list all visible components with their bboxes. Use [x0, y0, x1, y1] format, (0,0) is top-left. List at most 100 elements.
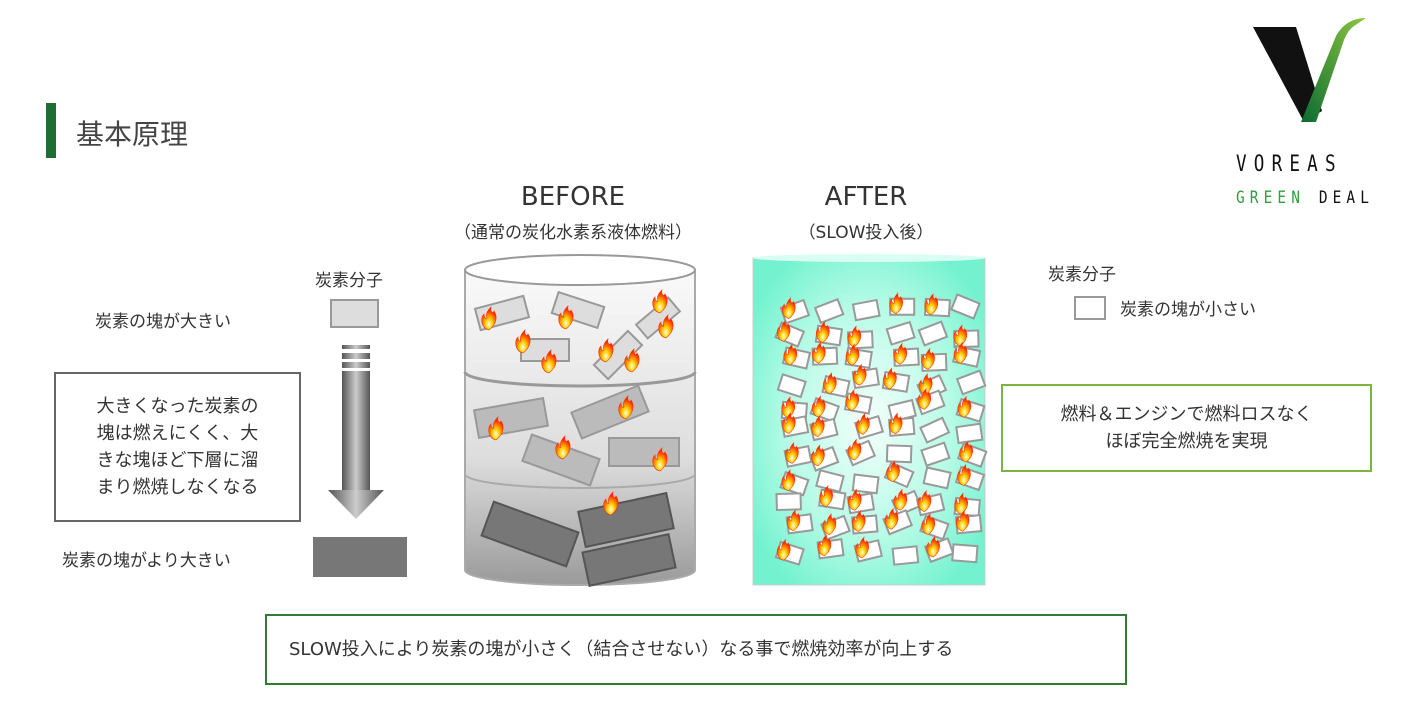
before-heading: BEFORE	[520, 182, 626, 212]
fire-icon	[776, 319, 791, 342]
note-line: きな塊ほど下層に溜	[96, 450, 259, 471]
fire-icon	[847, 438, 862, 461]
small-carbon-block	[885, 444, 913, 464]
fire-icon	[811, 415, 825, 437]
small-carbon-block	[950, 293, 981, 320]
fire-icon	[917, 490, 932, 512]
fire-icon	[883, 367, 897, 390]
left-note-box: 大きくなった炭素の塊は燃えにくく、大きな塊ほど下層に溜まり燃焼しなくなる	[54, 372, 301, 522]
large-carbon-block	[313, 537, 407, 577]
small-carbon-block	[951, 543, 979, 564]
small-carbon-block	[776, 373, 807, 399]
small-carbon-block	[919, 416, 951, 444]
after-cylinder	[752, 254, 988, 586]
fire-icon	[782, 411, 796, 434]
large-carbon-block	[577, 491, 675, 549]
fire-icon	[515, 329, 531, 354]
small-carbon-block	[813, 297, 845, 325]
fire-icon	[783, 343, 798, 366]
logo-brand: VOREAS	[1236, 152, 1343, 177]
small-carbon-block	[922, 466, 952, 490]
fire-icon	[918, 373, 933, 395]
small-carbon-block	[920, 441, 951, 467]
fire-icon	[845, 389, 860, 411]
fire-icon	[786, 509, 801, 532]
fire-icon	[888, 412, 903, 435]
fire-icon	[598, 338, 614, 363]
fire-icon	[555, 435, 571, 460]
fire-icon	[954, 492, 968, 515]
note-line: 大きくなった炭素の	[96, 396, 259, 417]
molecule-label-right: 炭素分子	[1048, 265, 1116, 285]
after-heading: AFTER	[824, 182, 908, 212]
molecule-label-left: 炭素分子	[315, 271, 383, 291]
fire-icon	[816, 320, 830, 343]
fire-icon	[924, 293, 939, 315]
fire-icon	[926, 535, 940, 558]
larger-lump-label: 炭素の塊がより大きい	[62, 551, 231, 571]
fire-icon	[603, 491, 619, 516]
fire-icon	[893, 342, 908, 365]
note-line: ほぼ完全燃焼を実現	[1105, 431, 1268, 452]
fire-icon	[823, 372, 837, 394]
logo-deal: DEAL	[1318, 188, 1375, 208]
fire-icon	[781, 396, 796, 419]
fire-icon	[889, 292, 903, 315]
fire-icon	[955, 509, 970, 532]
fire-icon	[957, 395, 972, 418]
fire-icon	[959, 440, 973, 463]
fire-icon	[847, 488, 862, 511]
small-carbon-block	[851, 473, 880, 495]
note-line: 塊は燃えにくく、大	[96, 423, 259, 444]
small-carbon-molecule-icon	[1074, 296, 1106, 320]
fire-icon	[856, 412, 870, 435]
fire-icon	[811, 395, 826, 418]
fire-icon	[917, 387, 932, 410]
fire-icon	[785, 441, 799, 464]
page-title: 基本原理	[76, 118, 189, 151]
summary-text: SLOW投入により炭素の塊が小さく（結合させない）なる事で燃焼効率が向上する	[289, 639, 954, 660]
fire-icon	[618, 395, 634, 420]
before-cylinder	[463, 254, 697, 587]
logo-green: GREEN	[1236, 188, 1306, 208]
summary-box: SLOW投入により炭素の塊が小さく（結合させない）なる事で燃焼効率が向上する	[265, 614, 1127, 685]
title-accent-bar	[46, 103, 56, 158]
small-carbon-block	[550, 290, 606, 330]
fire-icon	[921, 347, 935, 370]
right-note-box: 燃料＆エンジンで燃料ロスなくほぼ完全燃焼を実現	[1001, 384, 1372, 472]
fire-icon	[847, 325, 862, 348]
before-subtitle: （通常の炭化水素系液体燃料）	[454, 223, 692, 243]
fire-icon	[957, 463, 971, 486]
small-carbon-block	[955, 369, 987, 396]
fire-icon	[652, 289, 668, 314]
fire-icon	[488, 416, 504, 441]
fire-icon	[886, 460, 900, 483]
fire-icon	[953, 324, 968, 347]
fire-icon	[817, 534, 832, 557]
small-carbon-block	[955, 422, 984, 445]
fire-icon	[776, 538, 791, 561]
after-subtitle: （SLOW投入後）	[798, 223, 934, 243]
fire-icon	[782, 297, 796, 319]
fire-icon	[812, 341, 826, 364]
note-line: 燃料＆エンジンで燃料ロスなく	[1060, 404, 1313, 425]
large-lump-label: 炭素の塊が大きい	[95, 312, 231, 332]
small-carbon-block	[885, 320, 916, 346]
fire-icon	[845, 343, 860, 366]
small-lump-label: 炭素の塊が小さい	[1120, 300, 1256, 320]
down-arrow-icon	[328, 345, 384, 519]
fire-icon	[953, 341, 968, 364]
fire-icon	[852, 363, 867, 386]
small-carbon-block	[917, 320, 949, 347]
note-line: まり燃焼しなくなる	[96, 477, 259, 498]
small-carbon-block	[851, 298, 881, 322]
fire-icon	[541, 349, 557, 374]
fire-icon	[624, 348, 640, 373]
fire-icon	[481, 306, 497, 331]
fire-icon	[819, 485, 833, 507]
carbon-molecule-icon	[330, 299, 379, 328]
small-carbon-block	[775, 492, 802, 512]
medium-carbon-block	[608, 437, 680, 467]
voreas-logo: VOREAS GREEN DEAL	[1236, 16, 1376, 211]
